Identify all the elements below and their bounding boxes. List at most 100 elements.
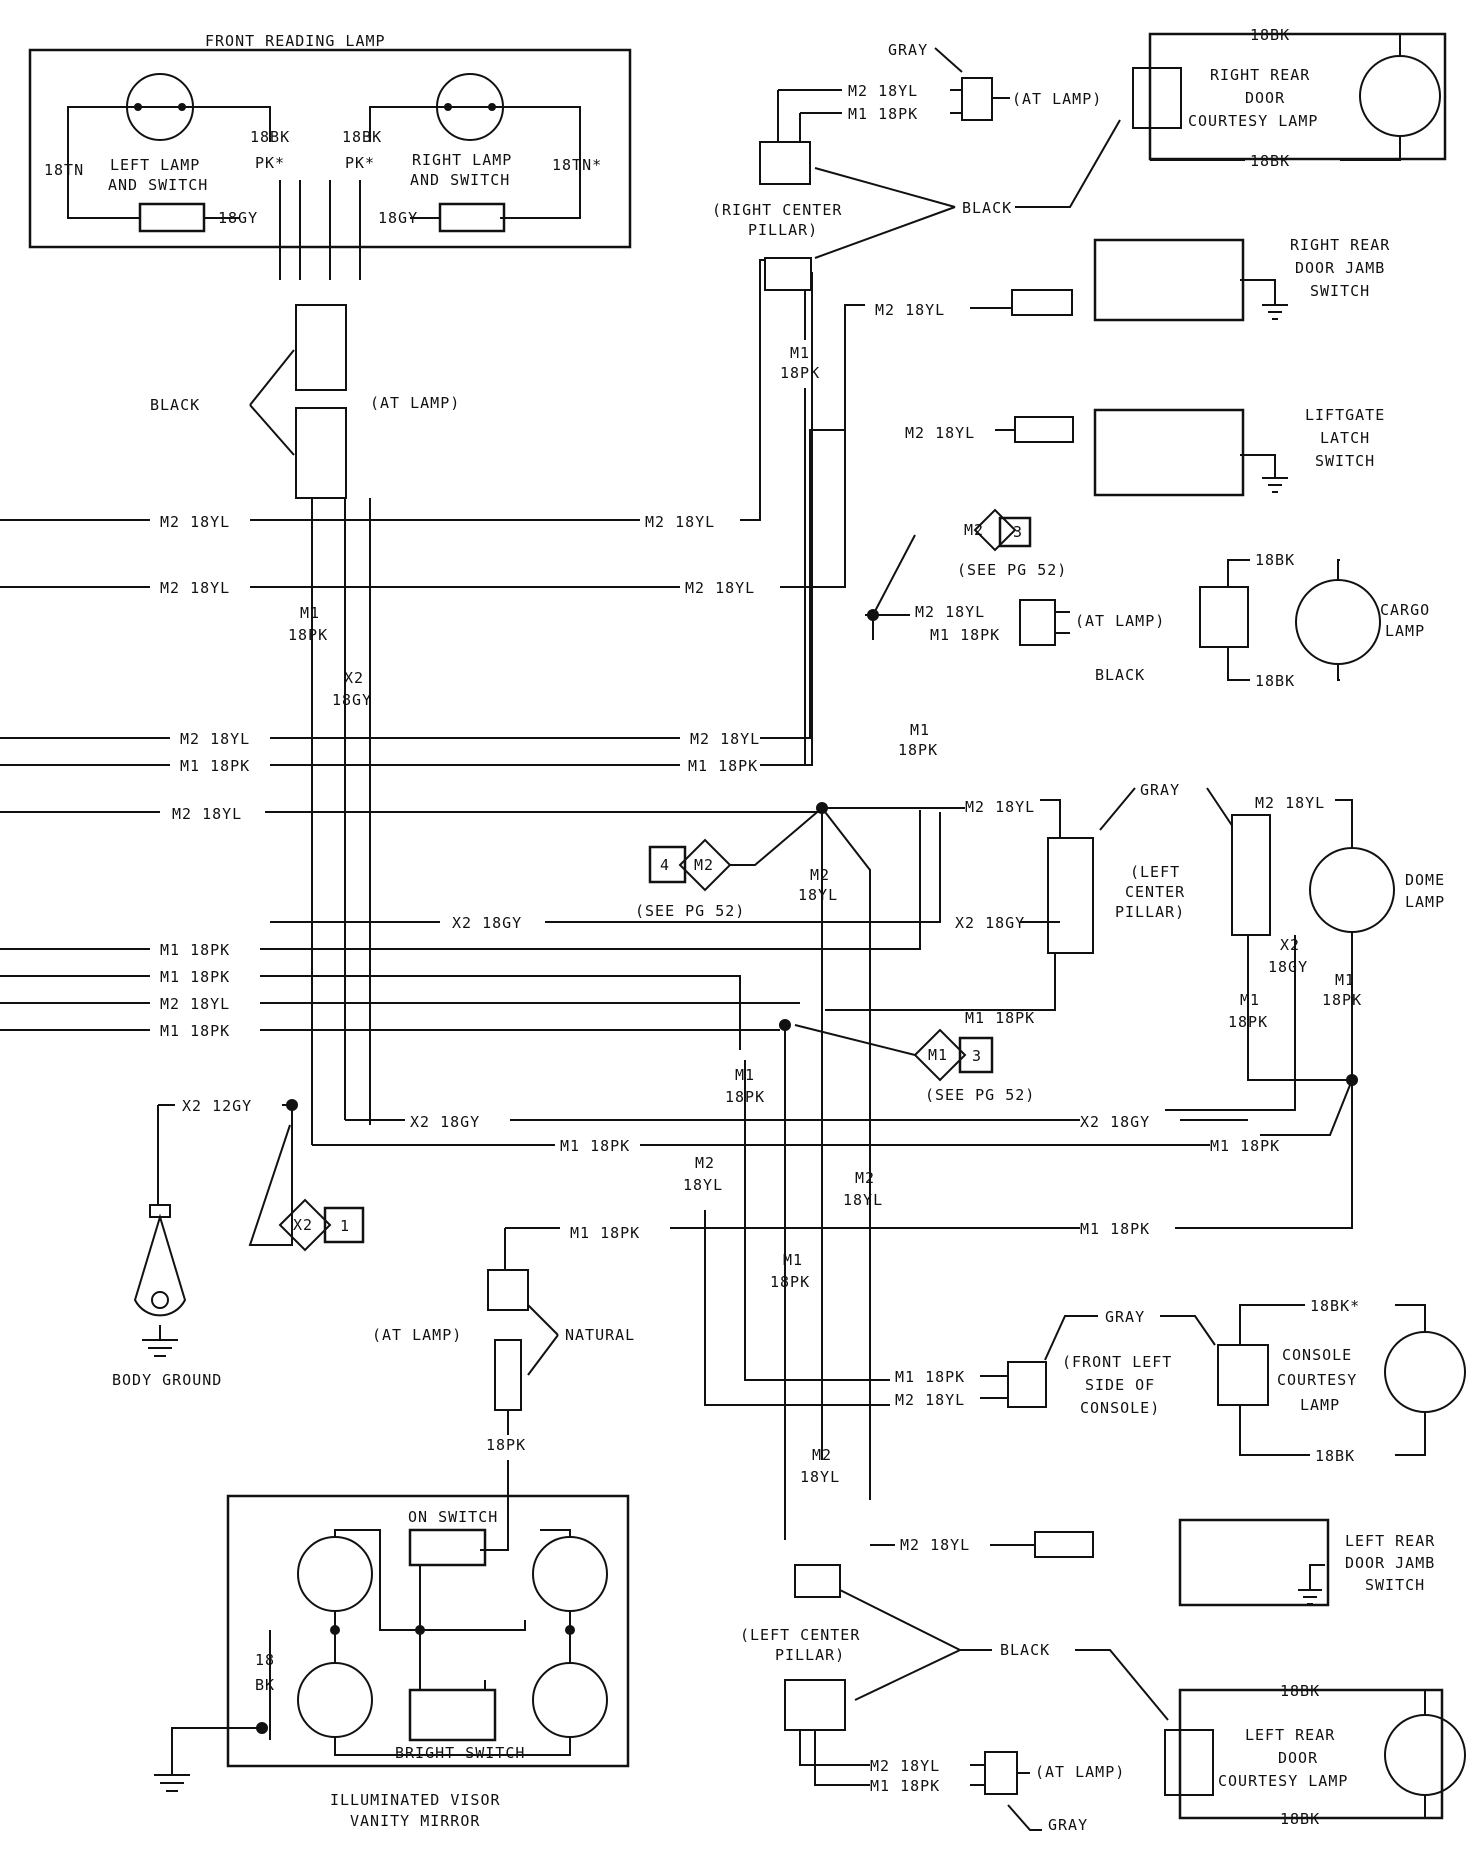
lamp-label: CONSOLE [1282,1346,1352,1364]
wire-label: X2 [293,1216,313,1234]
visor-bulb-icon [297,1536,373,1612]
wire-label: X2 18GY [410,1113,480,1131]
front-reading-lamp: FRONT READING LAMP 18TN LEFT LAMP AND SW… [28,32,632,249]
wire-label: M1 18PK [895,1368,965,1386]
left-center-pillar-connector-b [1231,814,1271,936]
left-lamp-label: AND SWITCH [108,176,208,194]
pillar-label: PILLAR) [748,221,818,239]
connector-color-label: BLACK [150,396,200,414]
wire-label: 18GY [218,209,258,227]
on-switch [408,1528,487,1567]
wire-label: 18 [255,1651,275,1669]
lamp-label: DOOR [1245,89,1285,107]
ref-number: 4 [660,856,670,874]
switch-label: SWITCH [1315,452,1375,470]
wire-label: M1 [1240,991,1260,1009]
ground-label: BODY GROUND [112,1371,222,1389]
connector-color-label: GRAY [1048,1816,1088,1834]
wire-label: M1 [1335,971,1355,989]
right-center-pillar-gray-connector [961,77,993,121]
wire-label: M1 18PK [160,968,230,986]
wire-label: X2 18GY [452,914,522,932]
wire-label: PK* [255,154,285,172]
wire-label: M2 18YL [895,1391,965,1409]
left-rear-at-lamp-gray-connector [984,1751,1018,1795]
wire-label: M2 18YL [690,730,760,748]
connector-color-label: BLACK [1095,666,1145,684]
wire-label: M1 18PK [1080,1220,1150,1238]
at-lamp-label: (AT LAMP) [372,1326,462,1344]
cargo-lamp-bulb-icon [1295,579,1381,665]
splice-ref-m2-3 [973,508,1032,552]
wire-label: 18YL [798,886,838,904]
wire-label: M2 [964,521,984,539]
wire-label: 18GY [1268,958,1308,976]
console-courtesy-bulb-icon [1384,1331,1466,1413]
wire-label: M2 18YL [1255,794,1325,812]
wire-label: M1 18PK [848,105,918,123]
visor-bulb-icon [297,1662,373,1738]
front-reading-lamp-title: FRONT READING LAMP [205,32,386,50]
visor-bulb-icon [532,1536,608,1612]
console-location-label: (FRONT LEFT [1062,1353,1172,1371]
wire-label: M2 18YL [965,798,1035,816]
pillar-label: (LEFT [1130,863,1180,881]
left-center-pillar-black-connector [784,1679,846,1731]
reading-lamp-connector [295,304,347,499]
left-center-pillar-connector-a [1047,837,1094,954]
wire-label: M1 [928,1046,948,1064]
lamp-label: LAMP [1405,893,1445,911]
wire-label: 18TN* [552,156,602,174]
ref-number: 1 [340,1217,350,1235]
connector-color-label: NATURAL [565,1326,635,1344]
wire-label: 18BK [1315,1447,1355,1465]
right-rear-door-jamb-switch [1011,238,1288,322]
lamp-label: LAMP [1300,1396,1340,1414]
pillar-label: CENTER [1125,883,1185,901]
wire-label: M2 [694,856,714,874]
wire-label: M2 18YL [848,82,918,100]
body-ground-terminal [133,1204,187,1357]
wire-label: M1 18PK [930,626,1000,644]
on-switch-label: ON SWITCH [408,1508,498,1526]
liftgate-latch-switch [1014,408,1288,497]
wire-label: 18PK [770,1273,810,1291]
right-lamp-label: RIGHT LAMP [412,151,512,169]
switch-label: LEFT REAR [1345,1532,1435,1550]
lamp-label: COURTESY [1277,1371,1357,1389]
wire-label: X2 [1280,936,1300,954]
switch-label: RIGHT REAR [1290,236,1390,254]
see-page-label: (SEE PG 52) [925,1086,1035,1104]
ref-number: 3 [1013,523,1023,541]
lamp-label: DOOR [1278,1749,1318,1767]
wire-label: M2 18YL [900,1536,970,1554]
pillar-label: PILLAR) [1115,903,1185,921]
left-lamp-label: LEFT LAMP [110,156,200,174]
pillar-label: (LEFT CENTER [740,1626,860,1644]
splice-ref-m1-3 [913,1028,994,1082]
wire-label: M2 18YL [172,805,242,823]
wire-label: M2 18YL [870,1757,940,1775]
wire-label: 18PK [898,741,938,759]
wire-label: M1 18PK [965,1009,1035,1027]
right-lamp-label: AND SWITCH [410,171,510,189]
wire-label: M1 [910,721,930,739]
console-location-label: CONSOLE) [1080,1399,1160,1417]
wire-label: 18BK* [1310,1297,1360,1315]
wire-label: M1 [790,344,810,362]
wire-label: 18BK [1250,26,1290,44]
wire-label: 18BK [1250,152,1290,170]
lamp-label: COURTESY LAMP [1188,112,1318,130]
connector-color-label: BLACK [962,199,1012,217]
lamp-label: LAMP [1385,622,1425,640]
wire-label: M2 18YL [875,301,945,319]
wire-label: M2 [855,1169,875,1187]
switch-label: DOOR JAMB [1345,1554,1435,1572]
wire-label: M1 18PK [560,1137,630,1155]
lamp-label: LEFT REAR [1245,1726,1335,1744]
lamp-label: CARGO [1380,601,1430,619]
right-center-pillar-black-connector [759,141,811,185]
wire-label: M1 18PK [160,1022,230,1040]
left-rear-door-jamb-switch [1034,1518,1330,1607]
